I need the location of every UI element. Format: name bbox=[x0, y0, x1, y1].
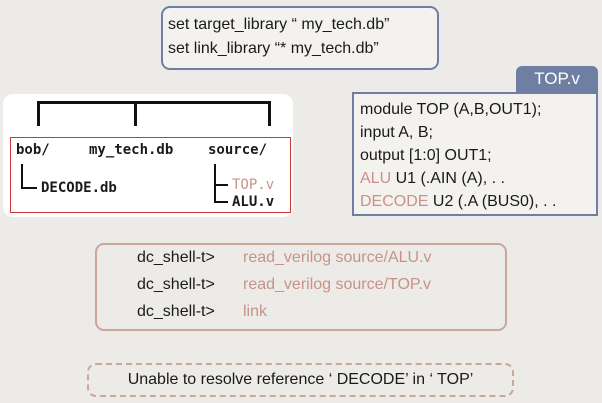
shell-prompt: dc_shell-t> bbox=[137, 303, 215, 320]
link-library-command: set link_library “* my_tech.db” bbox=[168, 40, 379, 57]
file-alu-v: ALU.v bbox=[232, 194, 275, 210]
tree-connector-source bbox=[268, 101, 271, 126]
file-decode-db: DECODE.db bbox=[41, 180, 117, 196]
tree-connector-bob bbox=[37, 101, 40, 126]
shell-command: read_verilog source/TOP.v bbox=[243, 276, 431, 293]
code-line-alu-instance: ALU U1 (.AIN (A), . . bbox=[360, 167, 596, 190]
tree-connector-bob-child-h bbox=[21, 187, 37, 189]
folder-source: source/ bbox=[208, 142, 268, 158]
library-settings-box: set target_library “ my_tech.db” set lin… bbox=[161, 6, 439, 70]
code-line-module: module TOP (A,B,OUT1); bbox=[360, 101, 542, 118]
error-message: Unable to resolve reference ‘ DECODE’ in… bbox=[87, 363, 514, 397]
tree-connector-source-children-v bbox=[214, 164, 216, 202]
tree-connector-mytech bbox=[134, 101, 137, 126]
tree-connector-bob-child-v bbox=[21, 164, 23, 188]
directory-tree-panel bbox=[3, 94, 293, 217]
code-box: module TOP (A,B,OUT1); input A, B; outpu… bbox=[352, 92, 598, 216]
shell-command: link bbox=[243, 303, 268, 320]
code-alu-rest: U1 (.AIN (A), . . bbox=[391, 170, 505, 187]
tree-connector-top-v bbox=[214, 184, 228, 186]
code-line-input: input A, B; bbox=[360, 124, 433, 141]
code-alu-keyword: ALU bbox=[360, 170, 392, 187]
shell-command: read_verilog source/ALU.v bbox=[243, 249, 432, 266]
shell-prompt: dc_shell-t> bbox=[137, 276, 215, 293]
file-top-v: TOP.v bbox=[232, 177, 275, 193]
code-file-tab: TOP.v bbox=[516, 66, 598, 92]
folder-bob: bob/ bbox=[16, 142, 50, 158]
code-line-output: output [1:0] OUT1; bbox=[360, 147, 492, 164]
code-line-decode-instance: DECODE U2 (.A (BUS0), . . bbox=[360, 190, 596, 213]
target-library-command: set target_library “ my_tech.db” bbox=[168, 16, 390, 33]
tree-connector-top bbox=[37, 101, 271, 104]
file-my-tech-db: my_tech.db bbox=[89, 142, 174, 158]
dc-shell-box bbox=[95, 243, 507, 331]
directory-contents-box bbox=[10, 137, 291, 213]
code-decode-rest: U2 (.A (BUS0), . . bbox=[428, 193, 557, 210]
shell-prompt: dc_shell-t> bbox=[137, 249, 215, 266]
code-decode-keyword: DECODE bbox=[360, 193, 429, 210]
tree-connector-alu-v bbox=[214, 201, 228, 203]
